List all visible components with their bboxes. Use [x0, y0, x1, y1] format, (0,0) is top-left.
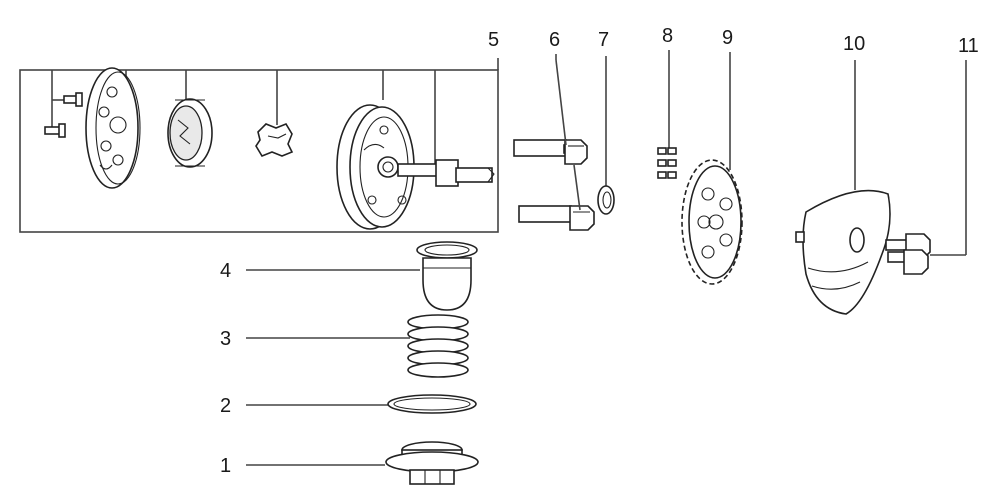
valve-plunger-4 [416, 241, 478, 311]
screw-small-bottom [44, 123, 66, 138]
spring-3 [407, 314, 469, 378]
chain-8 [657, 147, 677, 179]
o-ring-2 [387, 394, 477, 414]
screw-small-top [63, 92, 83, 107]
callout-3: 3 [220, 328, 231, 350]
bolt-6-upper [513, 139, 588, 165]
callout-9: 9 [722, 27, 733, 49]
bolt-11 [885, 233, 931, 275]
pump-body-housing [336, 104, 415, 230]
assembly-5-box [19, 69, 499, 233]
callout-2: 2 [220, 395, 231, 417]
plug-1 [385, 441, 479, 485]
inner-rotor [255, 123, 294, 157]
callout-10: 10 [843, 33, 865, 55]
washer-7 [597, 185, 615, 215]
drive-shaft [397, 159, 495, 187]
callout-7: 7 [598, 29, 609, 51]
bolt-6-lower [518, 205, 595, 231]
callout-5: 5 [488, 29, 499, 51]
callout-11: 11 [958, 35, 979, 57]
cover-10 [795, 189, 891, 315]
outer-rotor [167, 98, 213, 168]
callout-4: 4 [220, 260, 231, 282]
callout-1: 1 [220, 455, 231, 477]
sprocket-9 [681, 159, 743, 285]
leader-lines [246, 50, 967, 466]
callout-6: 6 [549, 29, 560, 51]
pump-cover-plate [85, 67, 141, 189]
assembly-5-leaders [19, 58, 499, 233]
callout-8: 8 [662, 25, 673, 47]
